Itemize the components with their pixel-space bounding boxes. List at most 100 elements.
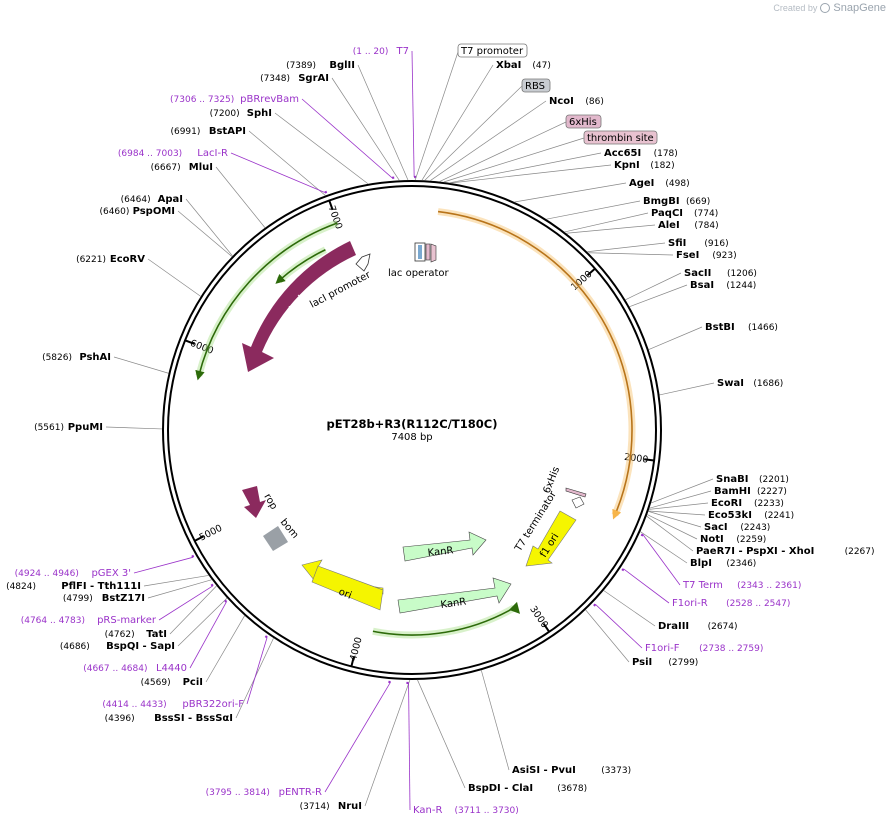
restriction-site[interactable]: BstZ17I(4799) <box>63 593 145 604</box>
site-name: EcoRV <box>110 254 145 265</box>
restriction-site[interactable]: SwaI(1686) <box>717 378 783 389</box>
restriction-site[interactable]: TatI(4762) <box>105 629 167 640</box>
primer[interactable]: Kan-R(3711 .. 3730) <box>413 805 519 816</box>
restriction-site[interactable]: SphI(7200) <box>210 108 272 119</box>
feature-rop[interactable]: rop <box>242 486 279 518</box>
restriction-site[interactable]: AgeI(498) <box>629 178 690 189</box>
his-box[interactable] <box>425 243 431 261</box>
restriction-site[interactable]: BamHI(2227) <box>714 486 787 497</box>
site-position: (2674) <box>708 622 738 632</box>
primer[interactable]: F1ori-R(2528 .. 2547) <box>672 598 790 609</box>
site-position: (923) <box>712 251 736 261</box>
primer[interactable]: pGEX 3'(4924 .. 4946) <box>15 568 131 579</box>
restriction-site[interactable]: BlpI(2346) <box>690 558 756 569</box>
primer-range: (2528 .. 2547) <box>726 599 790 609</box>
rbs-box[interactable] <box>418 245 422 259</box>
restriction-site[interactable]: BglII(7389) <box>286 60 355 71</box>
primer[interactable]: F1ori-F(2738 .. 2759) <box>645 643 763 654</box>
site-name: XbaI <box>496 60 521 71</box>
primer[interactable]: T7 Term(2343 .. 2361) <box>682 580 801 591</box>
his-label-box[interactable] <box>565 114 602 129</box>
feature-ori[interactable]: ori <box>301 559 384 611</box>
restriction-site[interactable]: SacI(2243) <box>704 522 770 533</box>
kanr-arrow-1[interactable] <box>402 531 487 562</box>
primer[interactable]: L4440(4667 .. 4684) <box>83 663 187 674</box>
restriction-site[interactable]: SfiI(916) <box>668 238 729 249</box>
restriction-site[interactable]: SacII(1206) <box>684 268 757 279</box>
restriction-site[interactable]: KpnI(182) <box>614 160 675 171</box>
feature-his-inner[interactable]: 6xHis <box>542 465 587 498</box>
restriction-site[interactable]: BspDI - ClaI(3678) <box>468 783 587 794</box>
site-name: Eco53kI <box>708 510 752 521</box>
restriction-site[interactable]: MluI(6667) <box>151 162 213 173</box>
primer[interactable]: T7(1 .. 20) <box>353 46 409 57</box>
green-arc-kanr[interactable] <box>372 607 515 636</box>
site-name: BspQI - SapI <box>106 641 175 652</box>
site-leader <box>649 490 712 509</box>
restriction-site[interactable]: PspOMI(6460) <box>99 206 175 217</box>
restriction-site[interactable]: PpuMI(5561) <box>34 422 103 433</box>
restriction-site[interactable]: NcoI(86) <box>549 96 604 107</box>
kanr-arrow-2[interactable] <box>397 577 512 614</box>
site-leader <box>648 326 703 350</box>
lacI-arrow[interactable] <box>242 241 356 372</box>
restriction-site[interactable]: ApaI(6464) <box>121 194 183 205</box>
green-arc-left[interactable] <box>195 222 338 381</box>
f1-ori-arrow[interactable] <box>525 510 577 567</box>
green-arc-lacI[interactable] <box>275 249 326 284</box>
restriction-site[interactable]: EcoRV(6221) <box>76 254 145 265</box>
restriction-site[interactable]: Eco53kI(2241) <box>708 510 794 521</box>
restriction-site[interactable]: FseI(923) <box>676 250 737 261</box>
orange-cds-arc[interactable] <box>437 210 633 520</box>
ori-body[interactable] <box>311 565 384 611</box>
primer[interactable]: pBR322ori-F(4414 .. 4433) <box>102 699 244 710</box>
restriction-site[interactable]: AsiSI - PvuI(3373) <box>512 765 631 776</box>
t7-promoter-box[interactable] <box>457 43 528 58</box>
restriction-site[interactable]: PshAI(5826) <box>42 352 111 363</box>
rop-arrow[interactable] <box>242 486 266 518</box>
site-name: SfiI <box>668 238 686 249</box>
feature-bom[interactable]: bom <box>263 517 300 551</box>
feature-lacI[interactable]: lacI <box>242 241 356 372</box>
restriction-site[interactable]: PaeR7I - PspXI - XhoI(2267) <box>696 546 875 557</box>
restriction-site[interactable]: Acc65I(178) <box>604 148 678 159</box>
primer[interactable]: LacI-R(6984 .. 7003) <box>118 148 228 159</box>
restriction-site[interactable]: PaqCI(774) <box>651 208 718 219</box>
restriction-site[interactable]: BspQI - SapI(4686) <box>60 641 175 652</box>
restriction-site[interactable]: BstAPI(6991) <box>170 126 246 137</box>
his-inner-arrow[interactable] <box>565 487 587 498</box>
primer[interactable]: pENTR-R(3795 .. 3814) <box>206 787 322 798</box>
restriction-site[interactable]: DraIII(2674) <box>658 621 738 632</box>
restriction-site[interactable]: NotI(2259) <box>700 534 766 545</box>
primer-leader <box>189 601 227 669</box>
snapgene-logo-icon <box>820 3 831 13</box>
restriction-site[interactable]: PsiI(2799) <box>632 657 698 668</box>
primer[interactable]: pBRrevBam(7306 .. 7325) <box>170 94 299 105</box>
site-name: BmgBI <box>643 196 680 207</box>
site-name: KpnI <box>614 160 640 171</box>
restriction-site[interactable]: XbaI(47) <box>496 60 551 71</box>
restriction-site[interactable]: SgrAI(7348) <box>260 73 329 84</box>
restriction-site[interactable]: BmgBI(669) <box>643 196 710 207</box>
rbs-label-box[interactable] <box>521 78 551 93</box>
site-leader <box>585 609 630 663</box>
restriction-site[interactable]: PflFI - Tth111I(4824) <box>6 581 141 592</box>
restriction-site[interactable]: NruI(3714) <box>300 801 362 812</box>
thrombin-label-box[interactable] <box>583 130 658 145</box>
restriction-site[interactable]: PciI(4569) <box>141 677 203 688</box>
thrombin-arrow[interactable] <box>430 243 437 263</box>
restriction-site[interactable]: BstBI(1466) <box>705 322 778 333</box>
restriction-site[interactable]: EcoRI(2233) <box>711 498 784 509</box>
primer[interactable]: pRS-marker(4764 .. 4783) <box>21 615 157 626</box>
tick-mark <box>184 339 195 345</box>
restriction-site[interactable]: BssSI - BssSαI(4396) <box>105 713 233 724</box>
bom-box[interactable] <box>263 526 288 551</box>
restriction-site[interactable]: AleI(784) <box>658 220 719 231</box>
site-name: SgrAI <box>298 73 329 84</box>
site-leader <box>450 164 612 184</box>
feature-lac-operator[interactable]: lac operator <box>388 242 449 279</box>
feature-kanr[interactable]: KanR KanR <box>397 531 512 614</box>
restriction-site[interactable]: BsaI(1244) <box>690 280 756 291</box>
lacI-promoter-arrow[interactable] <box>355 253 371 272</box>
restriction-site[interactable]: SnaBI(2201) <box>716 474 789 485</box>
